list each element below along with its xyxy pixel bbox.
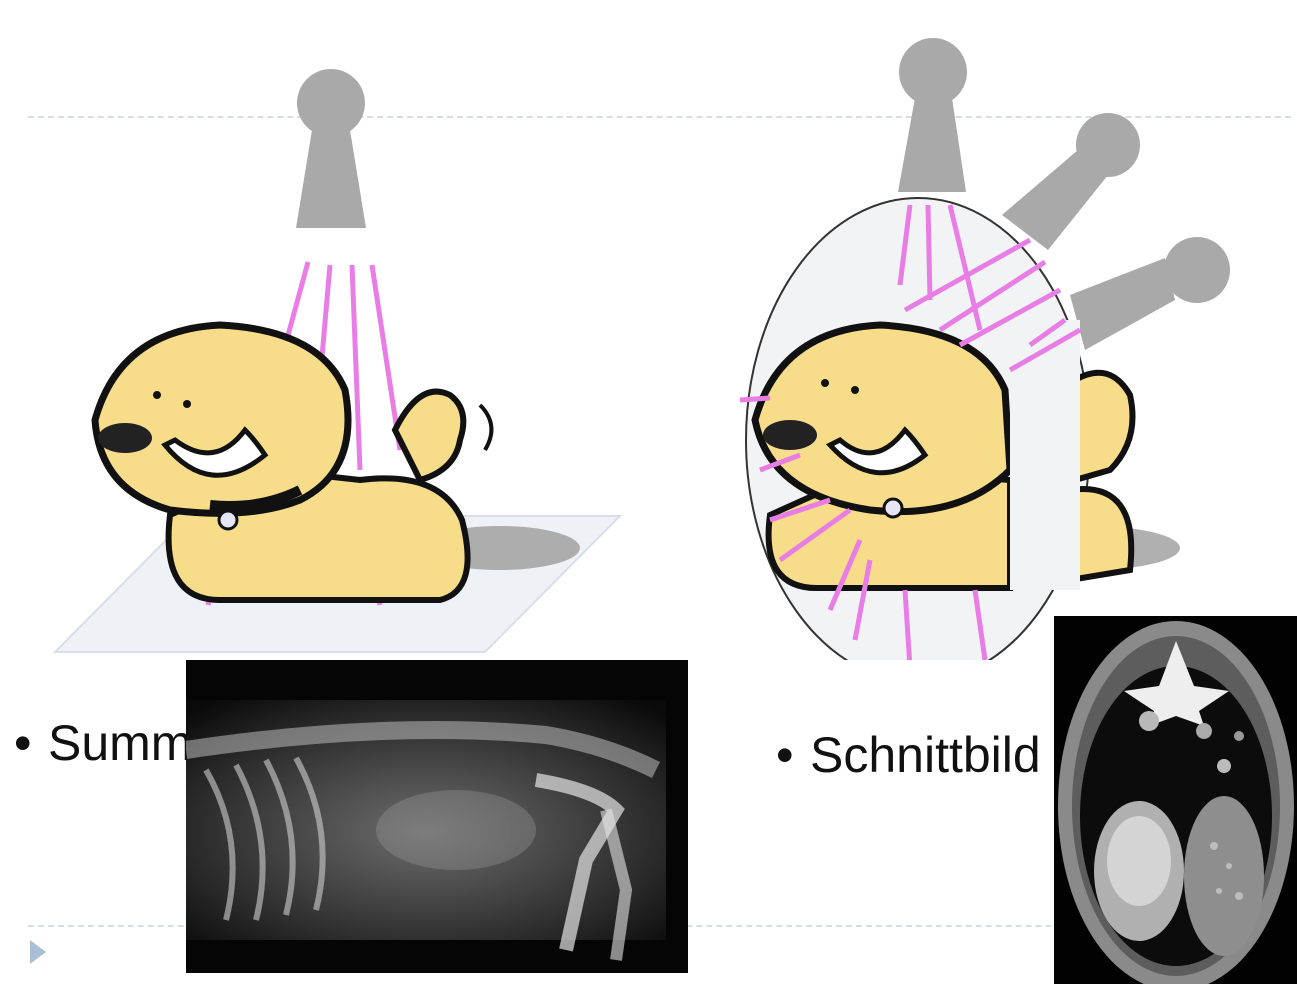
sectional-label-row: •Schnittbild xyxy=(776,730,1041,780)
radiograph-image xyxy=(186,660,688,973)
xray-tube-icon xyxy=(1070,237,1230,350)
sectional-label: Schnittbild xyxy=(810,727,1041,783)
next-slide-arrow-icon[interactable] xyxy=(30,940,46,964)
bullet-point: • xyxy=(776,730,810,780)
sectional-illustration xyxy=(700,0,1297,660)
bullet-point: • xyxy=(14,718,48,768)
xray-tube-icon xyxy=(1002,113,1140,250)
xray-tube-icon xyxy=(898,38,967,192)
summation-illustration xyxy=(0,0,700,660)
xray-tube-icon xyxy=(296,69,366,228)
ct-scan-image xyxy=(1054,616,1297,984)
